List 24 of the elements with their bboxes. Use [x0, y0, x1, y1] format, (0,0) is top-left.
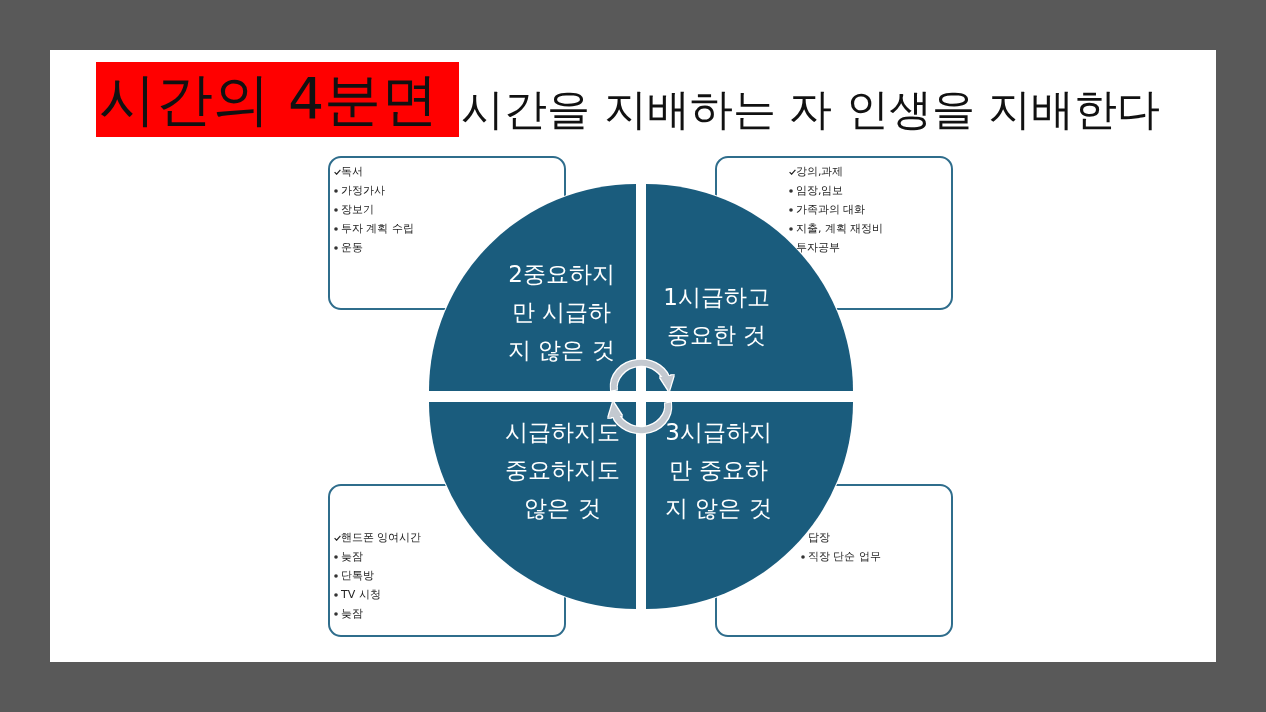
list-item: 직장 단순 업무	[808, 549, 881, 565]
list-item: 임장,임보	[796, 183, 844, 199]
list-item: 가족과의 대화	[796, 202, 866, 218]
list-item: TV 시청	[341, 587, 381, 603]
list-item: 늦잠	[341, 549, 363, 565]
quadrant-label: 1시급하고 중요한 것	[662, 283, 771, 350]
cycle-arrow	[608, 402, 672, 434]
quadrant-label: 시급하지도 중요하지도 않은 것	[505, 418, 620, 523]
list-item: 운동	[341, 240, 363, 256]
cycle-arrow	[610, 359, 674, 391]
title: 시간의 4분면	[96, 62, 459, 137]
list-item: 단톡방	[341, 568, 374, 584]
list-item: 독서	[341, 164, 363, 180]
quadrant-label: 2중요하지 만 시급하 지 않은 것	[507, 260, 616, 365]
list-item: 답장	[808, 530, 830, 546]
list-item: 강의,과제	[796, 164, 844, 180]
subtitle: 시간을 지배하는 자 인생을 지배한다	[461, 84, 1161, 136]
list-item: 투자 계획 수립	[341, 221, 414, 237]
list-item: 장보기	[341, 202, 374, 218]
list-item: 가정가사	[341, 183, 385, 199]
quadrant-label: 3시급하지 만 중요하 지 않은 것	[664, 418, 773, 523]
list-item: 지출, 계획 재정비 투자공부	[796, 221, 885, 256]
list-item: 핸드폰 잉여시간	[341, 530, 422, 546]
list-item: 늦잠	[341, 606, 363, 622]
